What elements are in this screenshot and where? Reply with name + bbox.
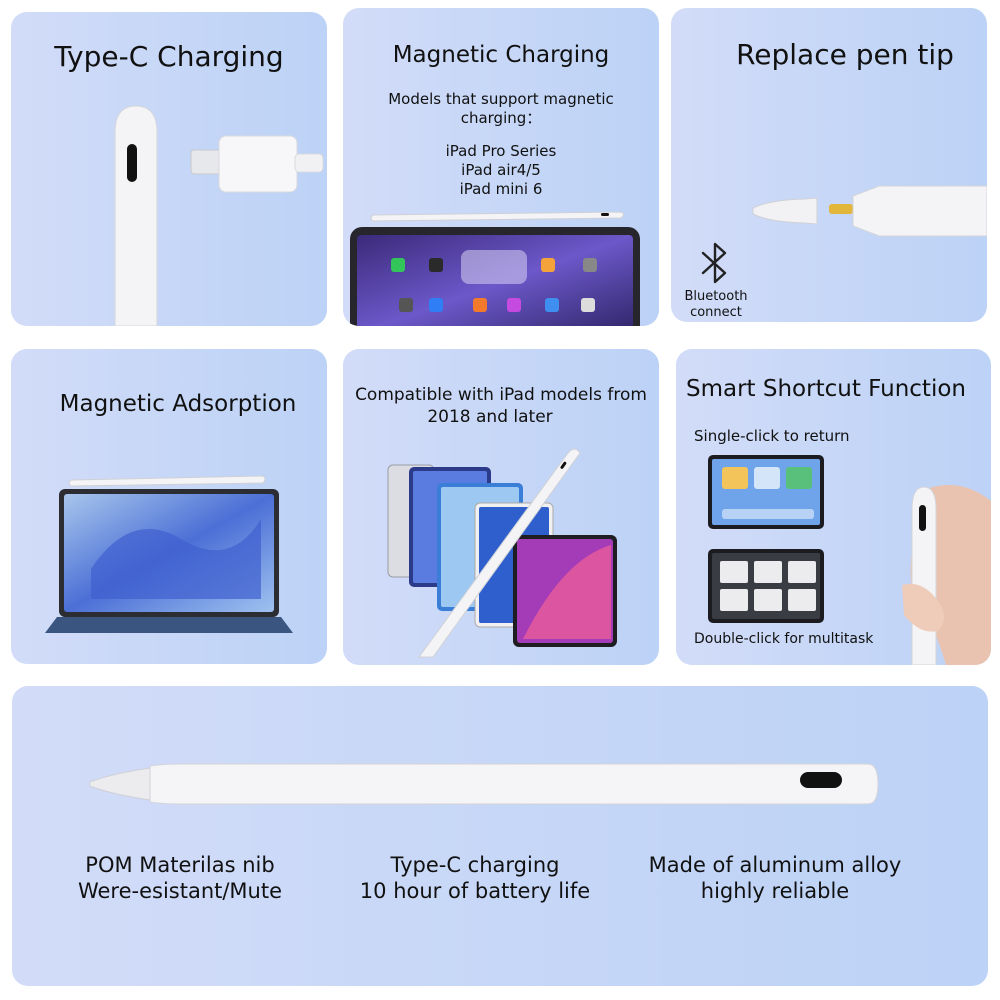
stylus-full-image <box>89 763 879 805</box>
feature-nib-line1: POM Materilas nib <box>85 853 275 877</box>
panel-typec-charging: Type-C Charging <box>11 12 327 326</box>
model-item: iPad Pro Series <box>445 142 557 160</box>
models-subtitle-line2: charging： <box>460 109 542 127</box>
double-click-label: Double-click for multitask <box>694 631 874 647</box>
panel-title: Magnetic Charging <box>392 42 610 68</box>
feature-charging-line2: 10 hour of battery life <box>359 879 591 903</box>
panel-replace-pen-tip: Replace pen tip Bluetooth connect <box>671 8 987 322</box>
panel-title: Magnetic Adsorption <box>59 391 297 417</box>
ipad-with-pencil-image <box>350 211 640 326</box>
panel-magnetic-adsorption: Magnetic Adsorption <box>11 349 327 664</box>
multitask-screen-image <box>708 549 824 623</box>
panel-title: Type-C Charging <box>54 40 284 73</box>
single-click-label: Single-click to return <box>694 427 850 445</box>
model-item: iPad air4/5 <box>461 161 541 179</box>
hand-holding-stylus-image <box>902 485 991 665</box>
panel-title: Smart Shortcut Function <box>686 376 966 402</box>
compatible-line2: 2018 and later <box>427 407 553 427</box>
bluetooth-label-line2: connect <box>690 305 742 320</box>
usb-c-cable-image <box>190 135 324 193</box>
panel-smart-shortcut: Smart Shortcut Function Single-click to … <box>676 349 991 665</box>
feature-alloy-line1: Made of aluminum alloy <box>648 853 902 877</box>
pen-tip-image <box>752 185 987 237</box>
model-item: iPad mini 6 <box>459 180 543 198</box>
home-screen-image <box>708 455 824 529</box>
feature-charging-line1: Type-C charging <box>390 853 560 877</box>
tablet-with-keyboard-image <box>45 475 293 633</box>
ipad-lineup-image <box>387 448 617 658</box>
models-subtitle-line1: Models that support magnetic <box>388 90 614 108</box>
panel-magnetic-charging: Magnetic Charging Models that support ma… <box>343 8 659 326</box>
bluetooth-label-line1: Bluetooth <box>684 289 748 304</box>
feature-nib-line2: Were-esistant/Mute <box>77 879 283 903</box>
stylus-top-image <box>114 105 158 326</box>
panel-compatible-models: Compatible with iPad models from 2018 an… <box>343 349 659 665</box>
panel-features: POM Materilas nib Were-esistant/Mute Typ… <box>12 686 988 986</box>
panel-title: Replace pen tip <box>736 38 954 71</box>
compatible-line1: Compatible with iPad models from <box>355 385 647 405</box>
bluetooth-icon <box>701 242 727 284</box>
feature-alloy-line2: highly reliable <box>700 879 850 903</box>
